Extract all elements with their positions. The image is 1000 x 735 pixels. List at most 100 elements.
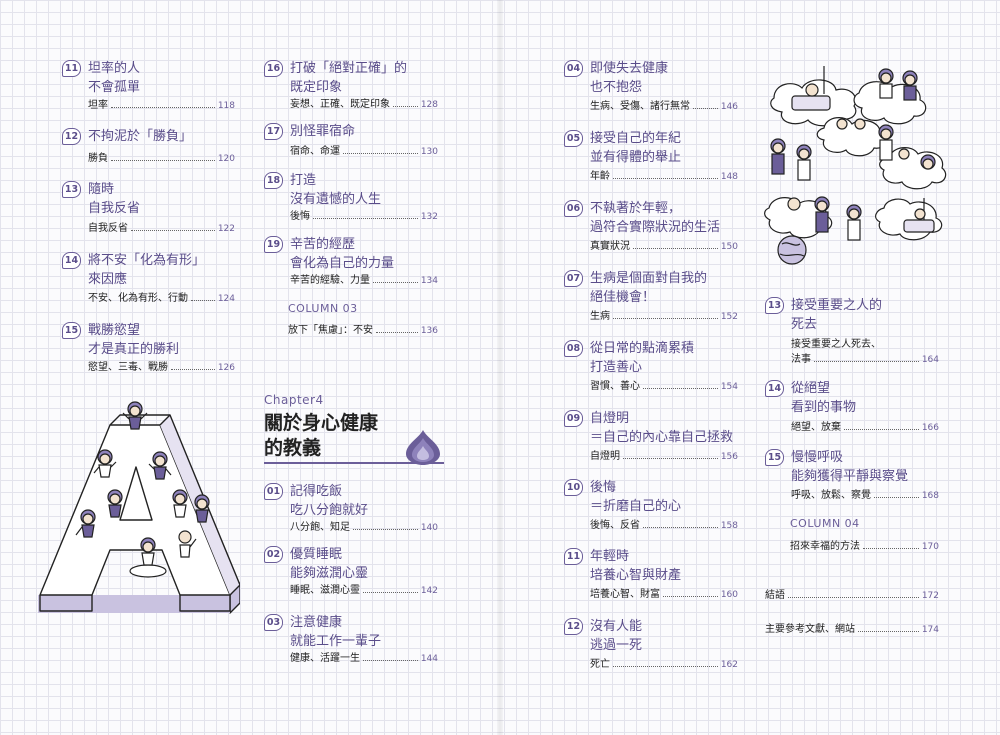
- entry-title: 辛苦的經歷會化為自己的力量: [290, 237, 395, 271]
- entry-title: 打造沒有遺憾的人生: [290, 173, 382, 207]
- page-number: 144: [420, 654, 438, 664]
- entry-title: 隨時自我反省: [88, 182, 141, 216]
- section-number-badge: 12: [62, 128, 81, 145]
- letter-illustration: [38, 401, 240, 614]
- entry-keywords: 接受重要之人死去、: [791, 339, 881, 350]
- entry-title: 將不安「化為有形」來因應: [88, 253, 206, 287]
- section-number-badge: 09: [564, 410, 583, 427]
- section-number-badge: 14: [62, 252, 81, 269]
- climbing-figures: [75, 401, 210, 578]
- entry-title: 即使失去健康也不抱怨: [590, 61, 669, 95]
- page-number: 142: [420, 586, 438, 596]
- page-number: 158: [720, 521, 738, 531]
- page-number: 172: [921, 591, 939, 601]
- section-number-badge: 14: [765, 380, 784, 397]
- page-number: 174: [921, 625, 939, 635]
- flame-emblem-icon: [406, 430, 440, 465]
- entry-title: 自燈明＝自己的內心靠自己拯救: [590, 411, 734, 445]
- entry-title: 接受重要之人的死去: [791, 298, 883, 332]
- section-number-badge: 13: [765, 297, 784, 314]
- page-number: 156: [720, 452, 738, 462]
- section-number-badge: 01: [264, 483, 283, 500]
- column-04-label: COLUMN 04: [790, 517, 860, 530]
- page-number: 128: [420, 100, 438, 110]
- entry-title: 從絕望看到的事物: [791, 381, 857, 415]
- page-number: 122: [217, 224, 235, 234]
- page-number: 132: [420, 212, 438, 222]
- health-scene-illustration: [764, 66, 947, 265]
- entry-title: 別怪罪宿命: [290, 124, 356, 139]
- page-number: 120: [217, 154, 235, 164]
- page-number: 118: [217, 101, 235, 111]
- page-number: 140: [420, 523, 438, 533]
- entry-title: 年輕時培養心智與財產: [590, 549, 682, 583]
- people-figures: [770, 68, 936, 241]
- section-number-badge: 12: [564, 618, 583, 635]
- page-number: 170: [921, 542, 939, 552]
- section-number-badge: 06: [564, 200, 583, 217]
- page-number: 124: [217, 294, 235, 304]
- entry-title: 注意健康就能工作一輩子: [290, 615, 382, 649]
- section-number-badge: 19: [264, 236, 283, 253]
- entry-title: 生病是個面對自我的絕佳機會！: [590, 271, 708, 305]
- section-number-badge: 15: [62, 322, 81, 339]
- entry-title: 不拘泥於「勝負」: [88, 129, 193, 144]
- chapter-title: 關於身心健康 的教義: [264, 412, 379, 459]
- entry-title: 慢慢呼吸能夠獲得平靜與察覺: [791, 450, 909, 484]
- page-number: 164: [921, 355, 939, 365]
- section-number-badge: 04: [564, 60, 583, 77]
- entry-title: 不執著於年輕，過符合實際狀況的生活: [590, 201, 721, 235]
- section-number-badge: 15: [765, 449, 784, 466]
- page-number: 150: [720, 242, 738, 252]
- section-number-badge: 18: [264, 172, 283, 189]
- section-number-badge: 13: [62, 181, 81, 198]
- page-number: 160: [720, 590, 738, 600]
- column-03-label: COLUMN 03: [288, 302, 358, 315]
- chapter-underline: [264, 462, 444, 464]
- page-number: 154: [720, 382, 738, 392]
- page-number: 148: [720, 172, 738, 182]
- section-number-badge: 11: [564, 548, 583, 565]
- section-number-badge: 17: [264, 123, 283, 140]
